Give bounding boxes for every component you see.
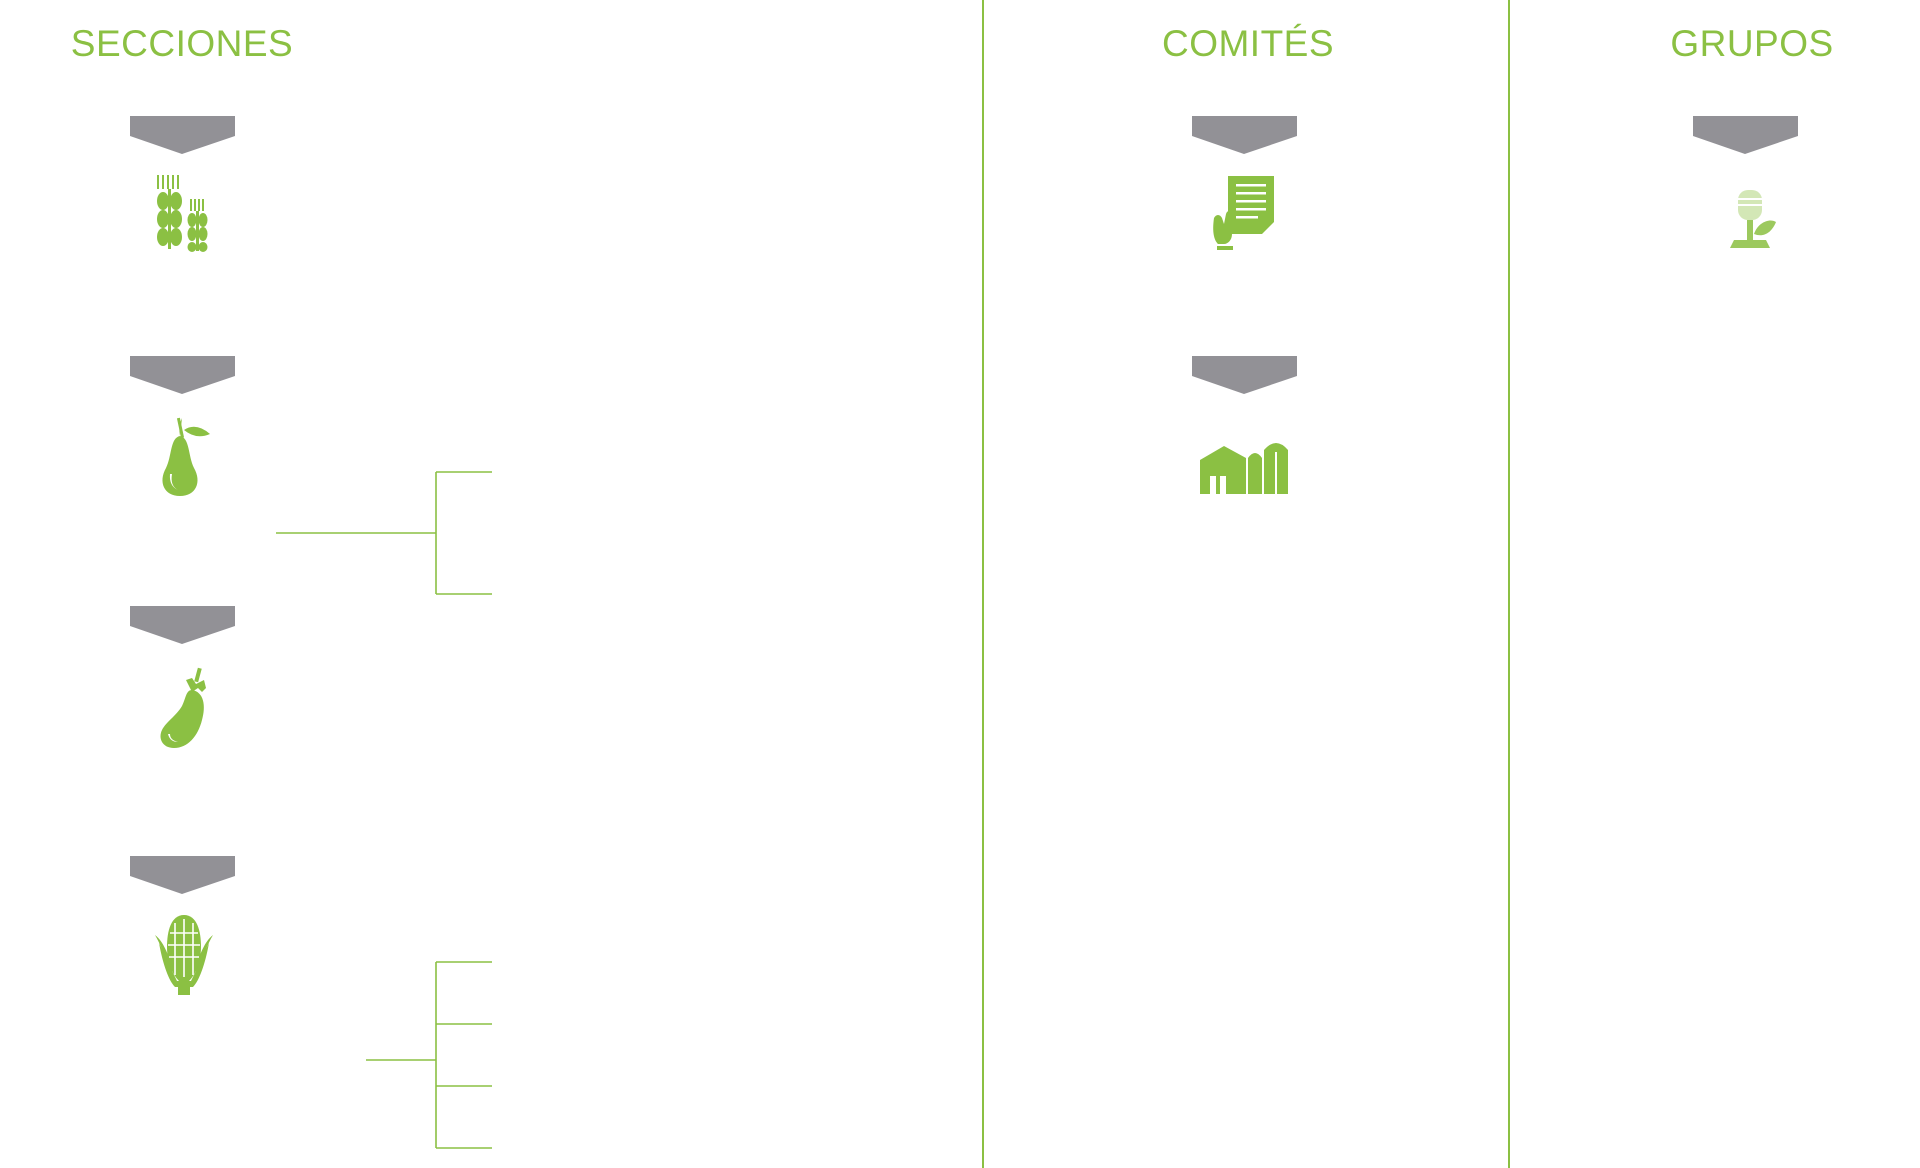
pear-icon	[162, 417, 210, 496]
chevron-marker	[1192, 116, 1297, 154]
chevron-marker	[130, 856, 235, 894]
heading-grupos: GRUPOS	[1670, 23, 1833, 64]
chevron-marker	[130, 606, 235, 644]
heading-comites: COMITÉS	[1162, 23, 1334, 64]
eggplant-icon	[160, 667, 206, 748]
document-hand-icon	[1213, 176, 1274, 250]
sprout-microphone-icon	[1730, 190, 1776, 248]
connector-bracket	[366, 961, 492, 1149]
chevron-marker	[130, 356, 235, 394]
wheat-icon	[157, 175, 208, 252]
heading-secciones: SECCIONES	[71, 23, 293, 64]
connector-bracket	[276, 471, 492, 595]
farm-silo-icon	[1200, 443, 1288, 494]
chevron-marker	[1192, 356, 1297, 394]
corn-icon	[155, 915, 213, 995]
chevron-marker	[1693, 116, 1798, 154]
chevron-marker	[130, 116, 235, 154]
